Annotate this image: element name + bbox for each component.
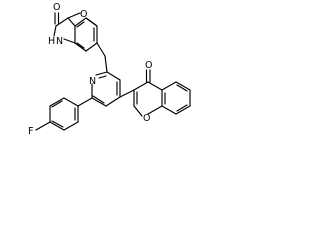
atom-label-oxygen-chromone: O (143, 113, 150, 124)
bond (74, 42, 87, 52)
bond (63, 38, 76, 44)
bond (147, 81, 163, 91)
bond (85, 42, 98, 52)
atom-label-nitrogen-lactam: N (56, 36, 63, 47)
bond (105, 96, 121, 107)
structure-canvas: O O H N N O O F (28, 2, 191, 137)
bond (49, 97, 65, 107)
atom-label-nitrogen-pyridine: N (89, 76, 96, 87)
bond (77, 97, 93, 107)
bond (106, 71, 121, 81)
bond (175, 105, 191, 115)
bond (119, 89, 135, 98)
bond (147, 105, 163, 115)
bond (85, 17, 98, 27)
atom-label-oxygen-ring: O (80, 9, 87, 20)
bond (51, 100, 63, 108)
bond (95, 71, 108, 76)
bond (104, 55, 108, 73)
bond (55, 17, 69, 27)
bond (74, 17, 87, 27)
chromone-group (119, 69, 191, 117)
bond (67, 12, 81, 19)
atom-label-hydrogen: H (48, 36, 55, 47)
bond (176, 84, 188, 92)
bond (92, 95, 105, 104)
fluorophenyl-group (35, 97, 93, 131)
bond (96, 42, 106, 57)
atom-label-fluorine: F (28, 126, 33, 137)
bond (76, 21, 85, 28)
bond (63, 97, 79, 107)
bond (53, 25, 57, 37)
bond (133, 105, 143, 117)
atom-label-oxygen-carbonyl: O (53, 2, 60, 13)
bond (98, 75, 107, 79)
bond (49, 121, 65, 131)
bond (161, 105, 177, 115)
bond (63, 121, 79, 131)
bond (35, 121, 51, 131)
bond (76, 42, 85, 49)
molecule-structure: O O H N N O O F (0, 0, 193, 170)
bond (133, 81, 149, 91)
atom-label-oxygen-ketone: O (145, 60, 152, 71)
bond (175, 81, 191, 91)
bond (51, 120, 64, 128)
pyridine-group (91, 71, 121, 107)
bond (161, 81, 177, 91)
bond (91, 97, 107, 107)
bond (67, 17, 76, 27)
benzoxazinone-group (53, 12, 108, 73)
bond (176, 104, 188, 112)
